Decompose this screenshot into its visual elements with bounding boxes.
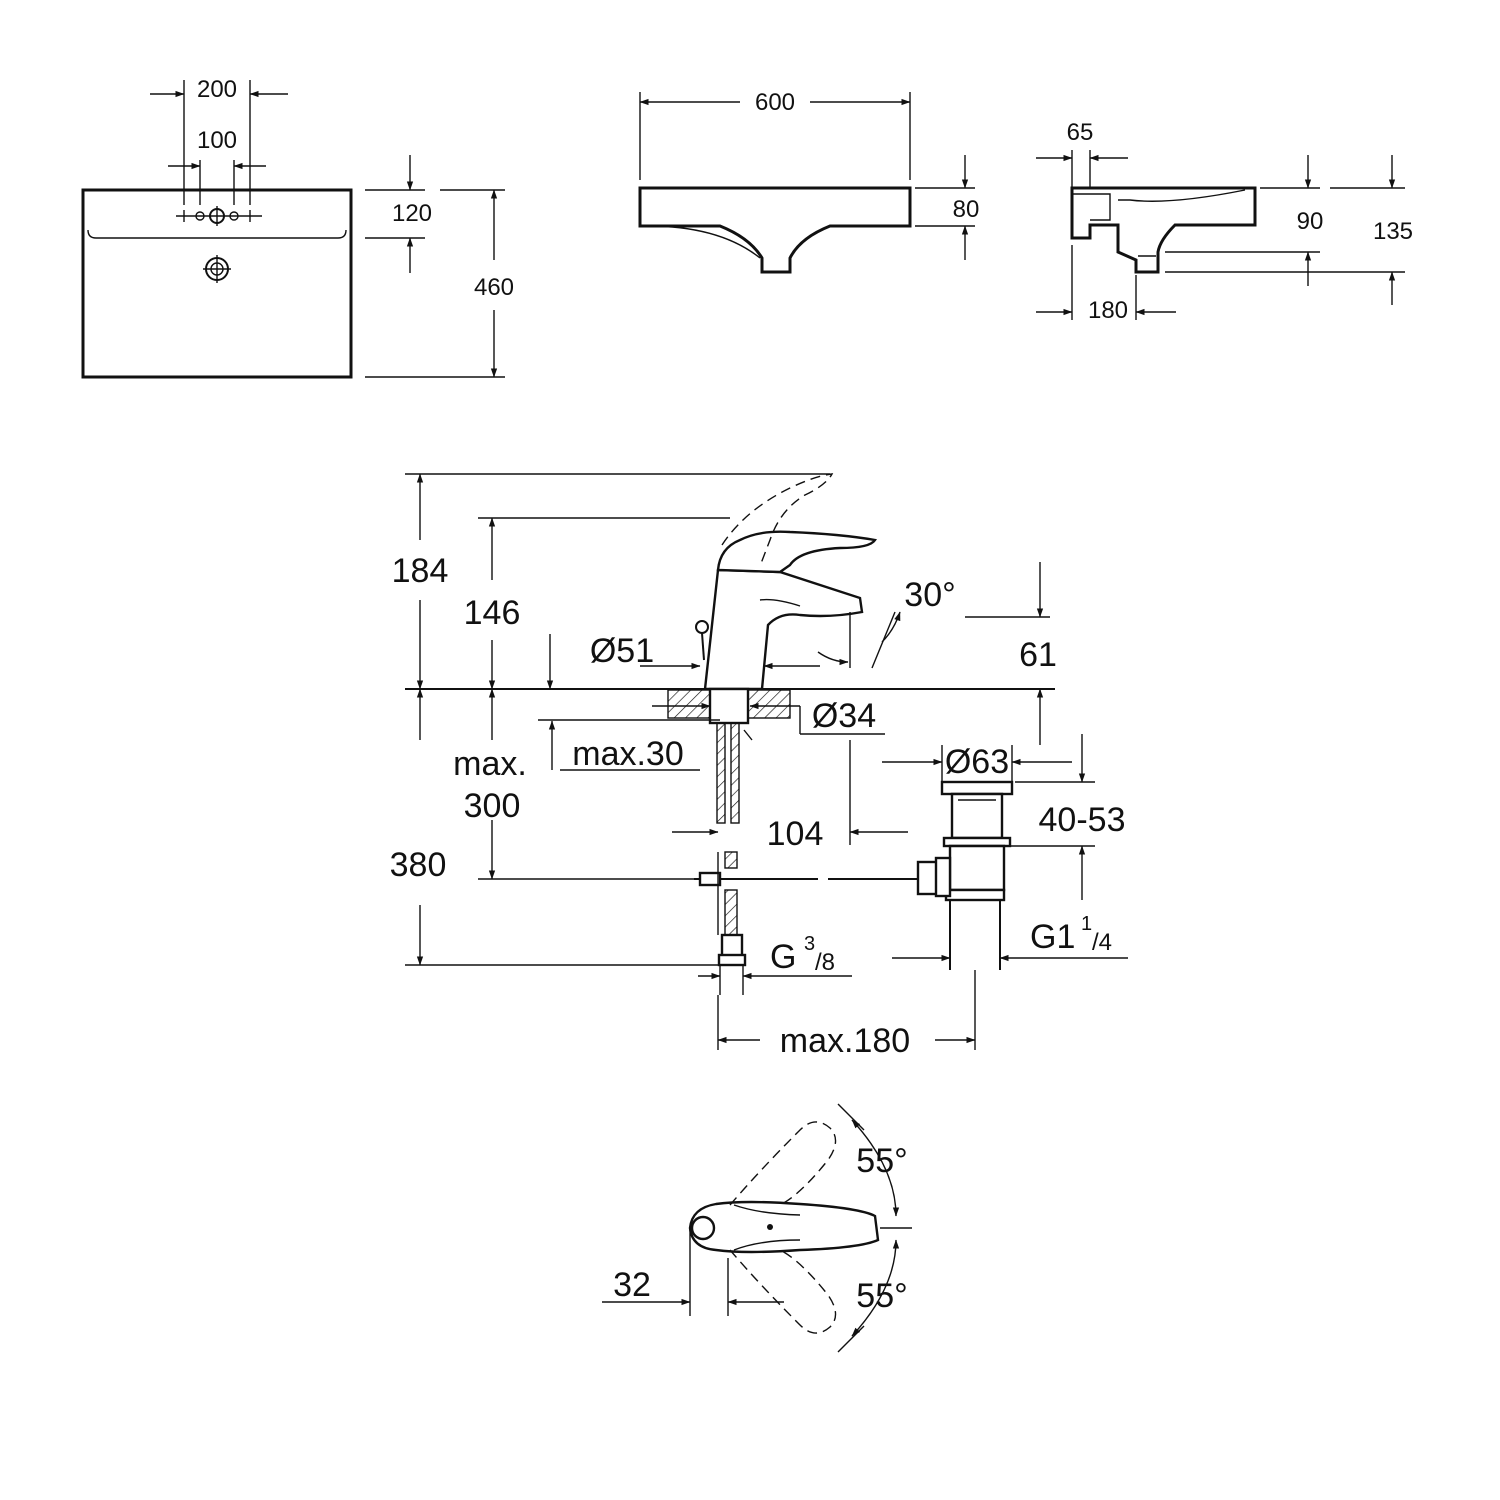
pop-up-knob-top [690,1215,716,1241]
dim-dia51: Ø51 [590,632,654,670]
dim-dia63: Ø63 [945,743,1009,781]
dim-61: 61 [1019,636,1057,674]
lever-raised-dashed [721,473,834,567]
lever-rotated-down-dashed [729,1249,837,1334]
basin-top-view: 200 100 120 460 [81,76,514,379]
thread-g1-base: G1 [1030,918,1075,956]
dim-146: 146 [464,594,521,632]
basin-inner-edge [87,229,347,239]
angle-55-bottom: 55° [856,1277,907,1315]
tap-holes [176,206,262,226]
dim-600: 600 [755,89,795,116]
drain-hole [203,255,231,283]
angle-30: 30° [904,576,955,614]
thread-g1-num: 1 [1081,913,1092,935]
faucet-lever [716,530,877,574]
dim-90: 90 [1297,208,1324,235]
dim-200: 200 [197,76,237,103]
dim-104: 104 [767,815,824,853]
dim-65: 65 [1067,119,1094,146]
waste-assembly [916,780,1014,970]
faucet-top-view: 55° 55° 32 [602,1103,912,1353]
dim-180: 180 [1088,297,1128,324]
dim-100: 100 [197,127,237,154]
supply-hose-left [716,722,726,824]
lever-rotated-up-dashed [729,1121,837,1206]
thread-g38-num: 3 [804,933,815,955]
basin-side-view: 65 90 135 180 [1036,119,1413,324]
dim-460: 460 [474,274,514,301]
basin-top-outline [81,188,353,379]
dim-32: 32 [613,1266,651,1304]
dim-max300-line2: 300 [464,787,521,825]
basin-front-view: 600 80 [638,89,980,274]
dim-135: 135 [1373,218,1413,245]
dim-max300-line1: max. [453,745,527,783]
basin-front-outline [638,186,912,274]
dim-dia34: Ø34 [812,697,876,735]
dim-80: 80 [953,196,980,223]
faucet-side-view: 184 146 Ø51 30° 61 Ø34 max.30 [390,473,1128,1060]
dim-120: 120 [392,200,432,227]
basin-side-outline [1070,186,1257,274]
dim-40-53: 40-53 [1039,801,1126,839]
dim-184: 184 [392,552,449,590]
faucet-body [703,568,864,691]
thread-g38-base: G [770,938,796,976]
dim-380: 380 [390,846,447,884]
thread-g38-den: /8 [815,949,835,976]
dim-max180: max.180 [780,1022,910,1060]
thread-g1-den: /4 [1092,929,1112,956]
angle-55-top: 55° [856,1142,907,1180]
dim-max30: max.30 [572,735,684,773]
supply-hose-right [730,722,740,824]
lever-top-outline [688,1200,880,1254]
